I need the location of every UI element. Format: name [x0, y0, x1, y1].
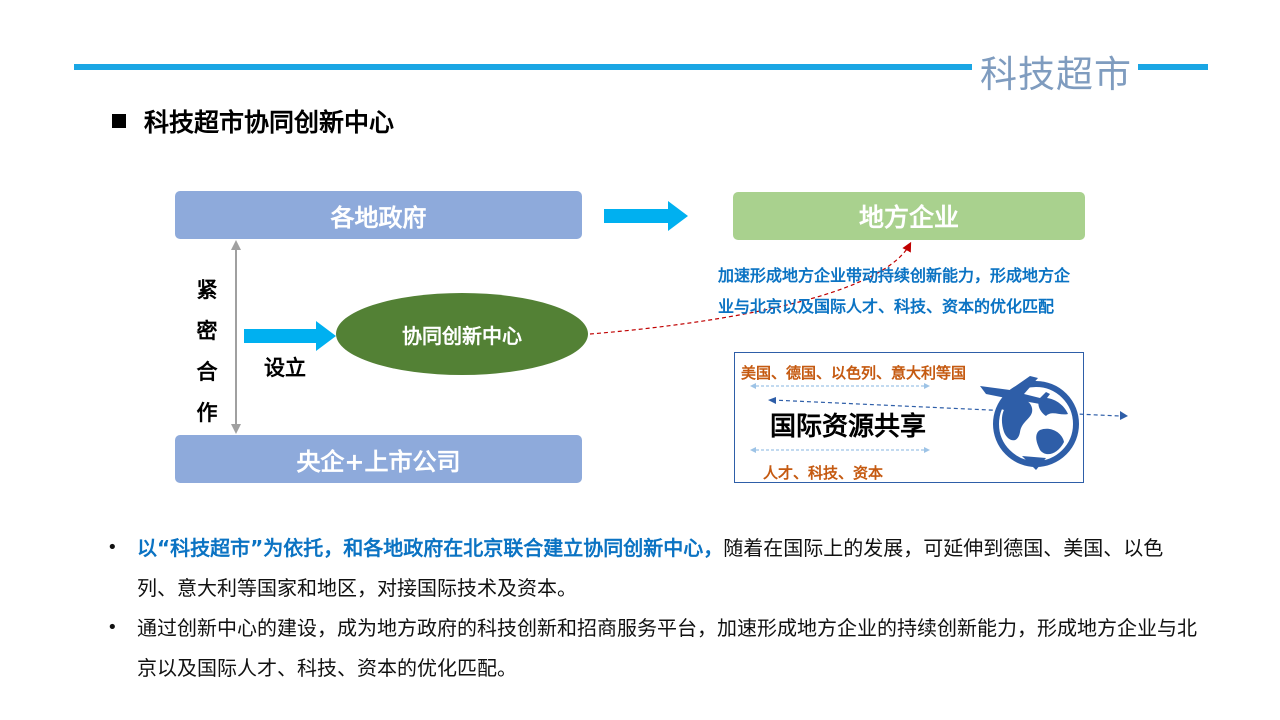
bullet-dot-icon: •: [107, 537, 118, 558]
gov-to-ent-arrow: [604, 201, 688, 231]
gov-box: 各地政府: [175, 191, 582, 239]
bullet-highlight: 以“科技超市”为依托，和各地政府在北京联合建立协同创新中心，: [137, 536, 724, 560]
square-bullet-icon: [112, 114, 126, 128]
innovation-center-ellipse: 协同创新中心: [336, 293, 588, 375]
intl-countries: 美国、德国、以色列、意大利等国: [741, 364, 967, 382]
list-item: • 通过创新中心的建设，成为地方政府的科技创新和招商服务平台，加速形成地方企业的…: [107, 608, 1197, 688]
bullet-text: 通过创新中心的建设，成为地方政府的科技创新和招商服务平台，加速形成地方企业的持续…: [137, 616, 1197, 680]
setup-label: 设立: [264, 356, 306, 380]
brand-title: 科技超市: [980, 53, 1132, 96]
cooperation-arrowhead-up: [231, 240, 241, 250]
cooperation-char: 密: [196, 319, 218, 343]
page-title: 科技超市协同创新中心: [144, 108, 395, 137]
bullet-dot-icon: •: [107, 617, 118, 638]
setup-arrow: [244, 321, 336, 351]
cooperation-char: 紧: [196, 278, 218, 302]
soe-box: 央企+上市公司: [175, 435, 582, 483]
intl-items: 人才、科技、资本: [763, 464, 884, 482]
header-rule-right: [1138, 64, 1208, 70]
cooperation-char: 作: [196, 401, 218, 425]
cooperation-arrowhead-down: [231, 424, 241, 434]
header-rule-left: [74, 64, 972, 70]
cooperation-char: 合: [196, 360, 218, 384]
enterprise-box: 地方企业: [733, 192, 1085, 240]
cooperation-label: 紧 密 合 作: [195, 270, 219, 434]
center-to-ent-dashed: [589, 241, 912, 335]
intl-title: 国际资源共享: [770, 412, 927, 442]
bullet-list: • 以“科技超市”为依托，和各地政府在北京联合建立协同创新中心，随着在国际上的发…: [107, 528, 1197, 688]
intl-resource-box: [734, 352, 1084, 483]
list-item: • 以“科技超市”为依托，和各地政府在北京联合建立协同创新中心，随着在国际上的发…: [107, 528, 1197, 608]
bullet-text: 随着在国际上的发展，可延伸到德国、美国、以色列、意大利等国家和地区，对接国际技术…: [137, 536, 1164, 600]
globe-plane-icon: [980, 376, 1079, 470]
page-heading: 科技超市协同创新中心: [112, 103, 394, 139]
enterprise-description: 加速形成地方企业带动持续创新能力，形成地方企业与北京以及国际人才、科技、资本的优…: [718, 266, 1071, 316]
